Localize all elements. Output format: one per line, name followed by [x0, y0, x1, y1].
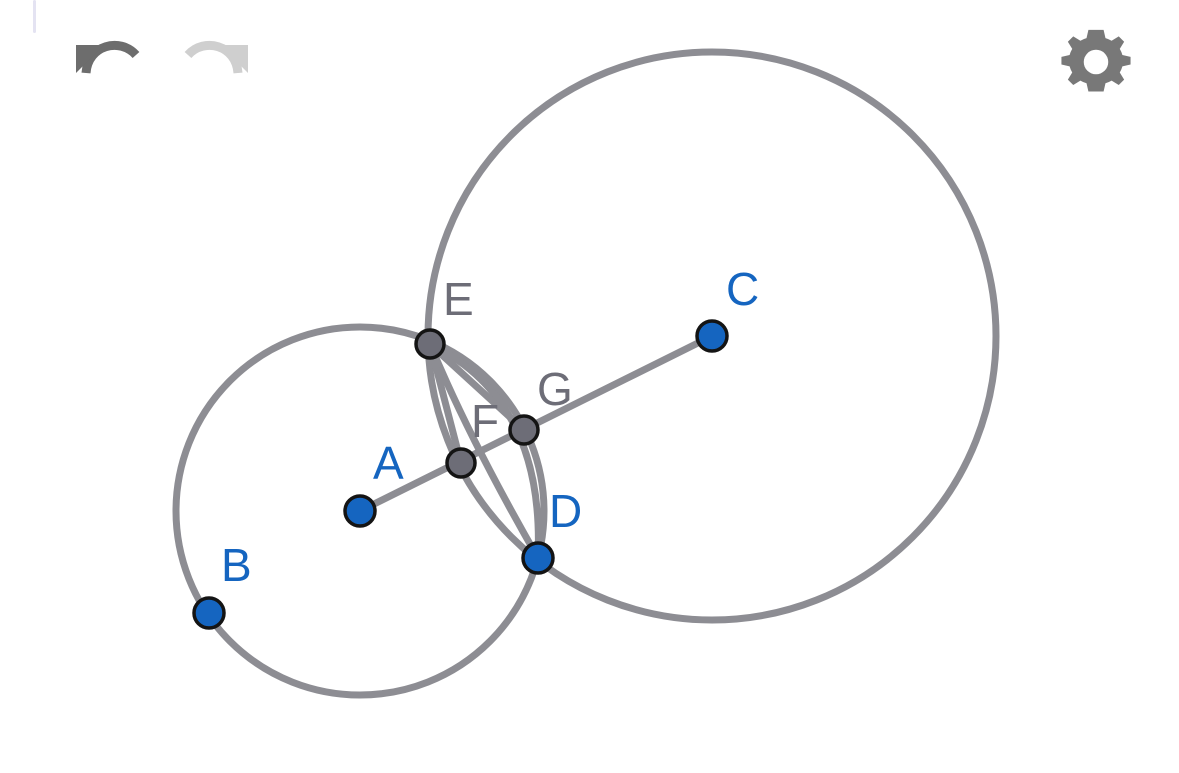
- settings-button[interactable]: [1058, 28, 1134, 98]
- segment-E-F[interactable]: [426, 340, 465, 467]
- point-label-B: B: [221, 539, 252, 591]
- point-label-F: F: [471, 395, 499, 447]
- point-B[interactable]: [192, 596, 226, 630]
- undo-arrow-icon: [74, 25, 144, 90]
- point-label-A: A: [373, 437, 404, 489]
- point-D[interactable]: [521, 541, 555, 575]
- point-F[interactable]: [445, 447, 477, 479]
- point-label-E: E: [443, 273, 474, 325]
- circle-A-B[interactable]: [172, 323, 548, 699]
- point-C[interactable]: [695, 319, 729, 353]
- point-label-D: D: [549, 485, 582, 537]
- toolbar: [0, 0, 1179, 110]
- point-A[interactable]: [343, 494, 377, 528]
- redo-arrow-icon: [180, 25, 250, 90]
- undo-button[interactable]: [74, 26, 144, 88]
- arc-E-F-D[interactable]: [426, 340, 542, 562]
- point-G[interactable]: [508, 414, 540, 446]
- segment-E-G[interactable]: [426, 340, 528, 434]
- point-label-C: C: [726, 263, 759, 315]
- left-accent-rule: [33, 0, 36, 33]
- gear-icon: [1058, 27, 1134, 100]
- redo-button[interactable]: [180, 26, 250, 88]
- point-E[interactable]: [414, 328, 446, 360]
- point-label-G: G: [537, 363, 573, 415]
